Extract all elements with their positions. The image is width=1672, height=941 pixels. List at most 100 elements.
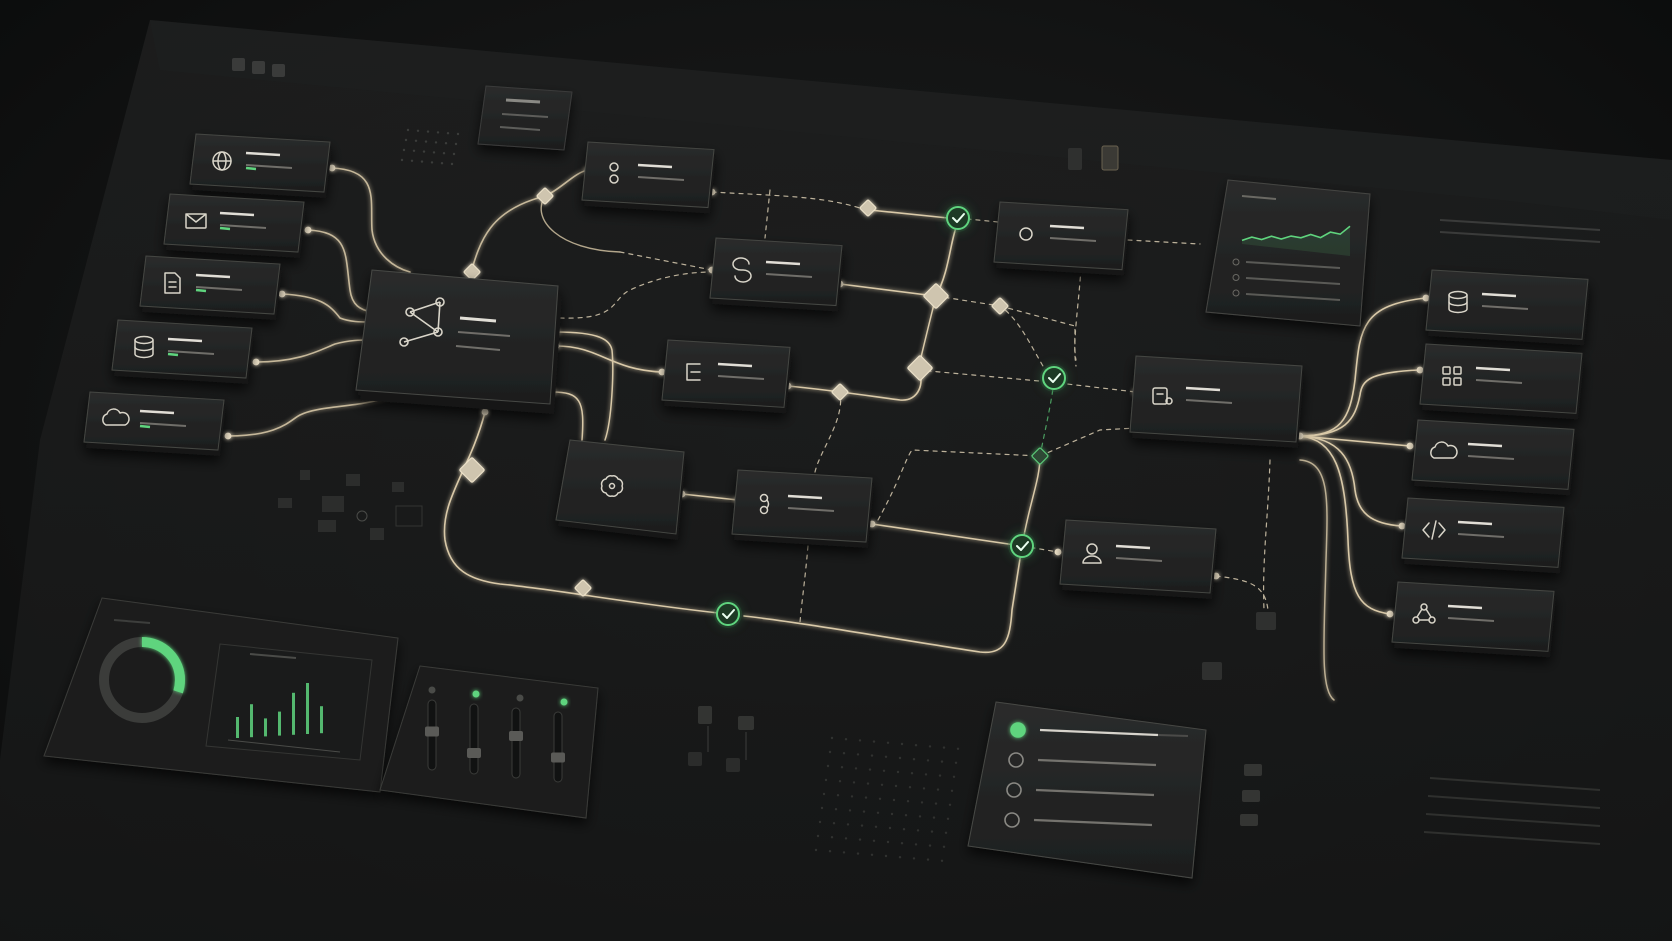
- processor-node[interactable]: [555, 439, 686, 540]
- wire: [1127, 239, 1201, 245]
- processor-node[interactable]: [709, 237, 844, 312]
- grid-dot: [860, 824, 864, 827]
- window-dot-icon[interactable]: [232, 58, 245, 71]
- none: [1019, 227, 1033, 241]
- checkpoint-node[interactable]: [1008, 532, 1036, 560]
- small-block[interactable]: [1244, 764, 1262, 776]
- checkpoint-node[interactable]: [944, 204, 972, 232]
- checkpoint-node[interactable]: [714, 600, 742, 628]
- diamond-connector[interactable]: [459, 457, 485, 483]
- wire-endpoint: [224, 432, 232, 440]
- checkpoint-node[interactable]: [1040, 364, 1068, 392]
- grid-dot: [872, 839, 876, 842]
- grid-dot: [830, 736, 834, 740]
- source-node[interactable]: [139, 255, 282, 321]
- wire: [555, 345, 663, 373]
- fader-knob[interactable]: [467, 748, 481, 758]
- diamond-connector[interactable]: [859, 199, 877, 217]
- grid-dot: [874, 825, 878, 828]
- row-bullet: [1232, 258, 1240, 266]
- checkbox-unchecked[interactable]: [1004, 812, 1020, 828]
- mini-block: [392, 482, 404, 492]
- window-dot-icon[interactable]: [252, 61, 265, 74]
- diamond-connector[interactable]: [536, 187, 554, 205]
- text-line: [219, 211, 255, 217]
- wire-endpoint: [1416, 366, 1424, 374]
- toggle-switch[interactable]: [1068, 148, 1082, 170]
- grid-dot: [446, 132, 450, 135]
- wire: [787, 369, 922, 401]
- hub-node[interactable]: [355, 269, 562, 414]
- diamond-connector[interactable]: [991, 297, 1009, 315]
- source-node[interactable]: [83, 391, 226, 457]
- text-line: [1185, 386, 1221, 392]
- switch[interactable]: [738, 716, 754, 730]
- source-column: [83, 133, 332, 457]
- processor-node[interactable]: [731, 469, 874, 549]
- wire: [764, 189, 771, 239]
- checkbox-unchecked[interactable]: [1008, 752, 1024, 768]
- text-line: [1457, 533, 1505, 538]
- small-block[interactable]: [1242, 790, 1260, 802]
- decor-line: [1429, 777, 1601, 791]
- checkpoint-ring: [946, 206, 970, 230]
- grid-dot: [954, 761, 958, 764]
- window-dot-icon[interactable]: [272, 64, 285, 77]
- dashboard-panel: [43, 597, 399, 793]
- decor-line: [1439, 231, 1601, 243]
- grid-dot: [936, 788, 940, 791]
- grid-dot: [854, 767, 858, 770]
- small-block[interactable]: [1202, 662, 1222, 680]
- mini-block: [300, 470, 310, 480]
- grid-dot: [900, 742, 904, 746]
- processor-node[interactable]: [993, 201, 1130, 276]
- checklist-card[interactable]: [967, 701, 1207, 879]
- fader-knob[interactable]: [425, 726, 439, 737]
- source-node[interactable]: [163, 193, 306, 259]
- diamond-connector[interactable]: [1031, 447, 1049, 465]
- toggle-switch[interactable]: [1101, 145, 1119, 171]
- diamond-connector[interactable]: [463, 263, 481, 281]
- switch[interactable]: [698, 706, 712, 724]
- destination-node[interactable]: [1401, 497, 1566, 574]
- diamond-connector[interactable]: [831, 383, 849, 401]
- processor-node[interactable]: [1129, 355, 1304, 448]
- processor-node[interactable]: [661, 339, 792, 414]
- grid-dot: [840, 766, 844, 769]
- switch[interactable]: [688, 752, 702, 766]
- switch[interactable]: [726, 758, 740, 772]
- diamond-connector[interactable]: [923, 283, 949, 309]
- grid-dot: [836, 794, 840, 797]
- diamond-connector[interactable]: [574, 579, 592, 597]
- monitor-card[interactable]: [1205, 179, 1371, 327]
- decor-line: [249, 653, 297, 659]
- checkbox-checked[interactable]: [1010, 722, 1026, 738]
- wire: [281, 293, 373, 323]
- grid-dot: [934, 802, 938, 805]
- checkbox-unchecked[interactable]: [1006, 782, 1022, 798]
- grid-dot: [424, 140, 428, 143]
- processor-node[interactable]: [581, 141, 716, 214]
- fader-knob[interactable]: [509, 731, 523, 741]
- destination-node[interactable]: [1425, 269, 1590, 346]
- text-line: [459, 316, 497, 323]
- grid-dot: [916, 829, 920, 832]
- destination-node[interactable]: [1411, 419, 1576, 496]
- bar-chart: [227, 683, 341, 753]
- text-line: [219, 224, 267, 229]
- fader-knob[interactable]: [551, 752, 565, 763]
- grid-dot: [832, 822, 836, 825]
- text-line: [717, 362, 753, 368]
- diamond-connector[interactable]: [907, 355, 933, 381]
- wire: [711, 191, 861, 209]
- destination-node[interactable]: [1391, 581, 1556, 658]
- wire: [540, 195, 621, 253]
- source-node[interactable]: [189, 133, 332, 199]
- small-block[interactable]: [1256, 612, 1276, 630]
- processor-node[interactable]: [1059, 519, 1218, 599]
- wire: [1049, 381, 1137, 393]
- source-node[interactable]: [111, 319, 254, 385]
- database-icon: [134, 335, 154, 359]
- destination-node[interactable]: [1419, 343, 1584, 420]
- small-block[interactable]: [1240, 814, 1258, 826]
